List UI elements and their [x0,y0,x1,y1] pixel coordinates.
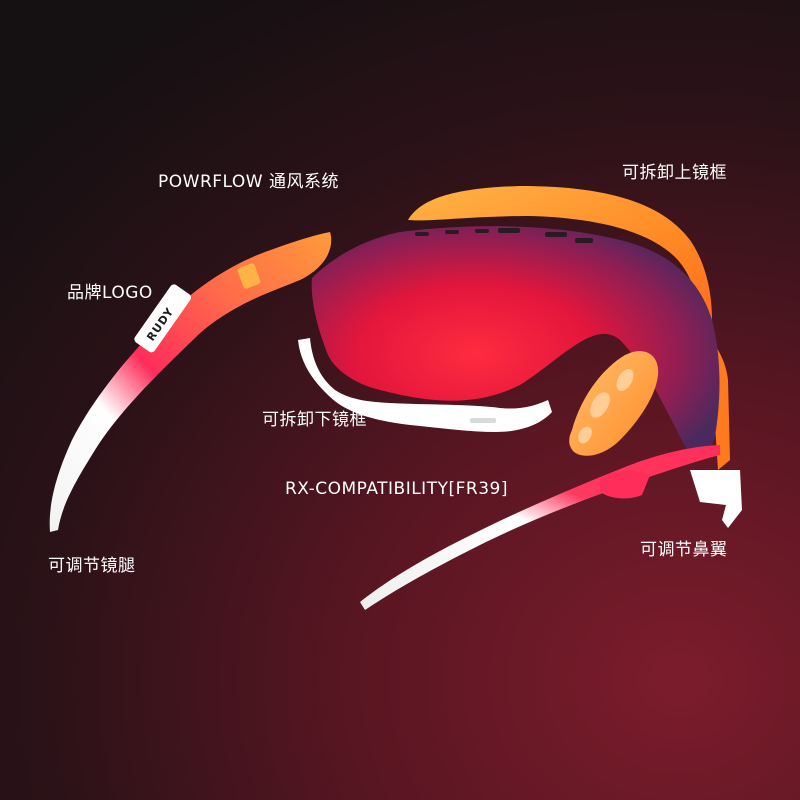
label-rx-compatibility: RX-COMPATIBILITY[FR39] [285,479,508,499]
nose-pad [569,351,659,456]
hinge [690,470,742,528]
label-nosepad: 可调节鼻翼 [640,540,728,560]
upper-frame [408,186,712,330]
right-temple [360,445,720,610]
left-temple [49,232,332,532]
label-upper-frame: 可拆卸上镜框 [622,163,727,183]
label-powrflow: POWRFLOW 通风系统 [158,172,339,192]
lower-frame [298,338,552,432]
label-brand-logo: 品牌LOGO [67,283,153,303]
label-lower-frame: 可拆卸下镜框 [262,410,367,430]
label-temple: 可调节镜腿 [48,556,136,576]
lens [311,226,720,459]
vent-slots [415,228,593,243]
